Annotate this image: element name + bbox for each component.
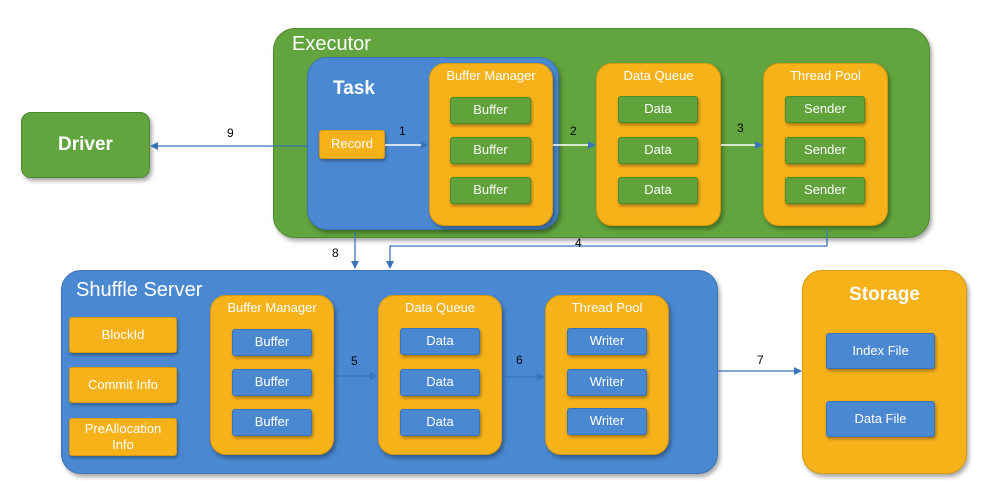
executor-sender-1: Sender (785, 96, 865, 123)
preallocation-info: PreAllocation Info (69, 418, 177, 456)
arrow-label-4: 4 (575, 236, 582, 250)
arrow-label-7: 7 (757, 353, 764, 367)
executor-data-queue-title: Data Queue (623, 68, 694, 83)
arrow-label-3: 3 (737, 121, 744, 135)
server-buffer-1: Buffer (232, 329, 312, 356)
server-buffer-manager-title: Buffer Manager (227, 300, 317, 315)
server-writer-3: Writer (567, 408, 647, 435)
arrow-label-1: 1 (399, 124, 406, 138)
blockid-info: BlockId (69, 317, 177, 353)
storage-title: Storage (849, 284, 920, 305)
server-writer-1: Writer (567, 328, 647, 355)
record-box: Record (319, 130, 385, 159)
arrow-4 (386, 230, 828, 269)
arrow-label-5: 5 (351, 354, 358, 368)
arrow-label-6: 6 (516, 353, 523, 367)
shuffle-server-title: Shuffle Server (76, 279, 203, 301)
arrow-label-2: 2 (570, 124, 577, 138)
executor-buffer-3: Buffer (450, 177, 531, 204)
executor-data-3: Data (618, 177, 698, 204)
index-file: Index File (826, 333, 935, 369)
data-file: Data File (826, 401, 935, 437)
server-thread-pool-title: Thread Pool (571, 300, 643, 315)
server-buffer-2: Buffer (232, 369, 312, 396)
arrow-label-8: 8 (332, 246, 339, 260)
server-data-1: Data (400, 328, 480, 355)
server-buffer-3: Buffer (232, 409, 312, 436)
driver-box: Driver (21, 112, 150, 178)
server-data-queue-title: Data Queue (404, 300, 476, 315)
storage-container (802, 270, 967, 474)
server-writer-2: Writer (567, 369, 647, 396)
executor-sender-3: Sender (785, 177, 865, 204)
executor-sender-2: Sender (785, 137, 865, 164)
server-data-3: Data (400, 409, 480, 436)
executor-title: Executor (292, 33, 371, 55)
executor-buffer-2: Buffer (450, 137, 531, 164)
executor-buffer-1: Buffer (450, 97, 531, 124)
task-title: Task (333, 78, 375, 99)
server-data-2: Data (400, 369, 480, 396)
executor-data-1: Data (618, 96, 698, 123)
driver-title: Driver (58, 134, 113, 155)
commit-info: Commit Info (69, 367, 177, 403)
executor-buffer-manager-title: Buffer Manager (446, 68, 536, 83)
arrow-label-9: 9 (227, 126, 234, 140)
executor-thread-pool-title: Thread Pool (790, 68, 861, 83)
executor-data-2: Data (618, 137, 698, 164)
